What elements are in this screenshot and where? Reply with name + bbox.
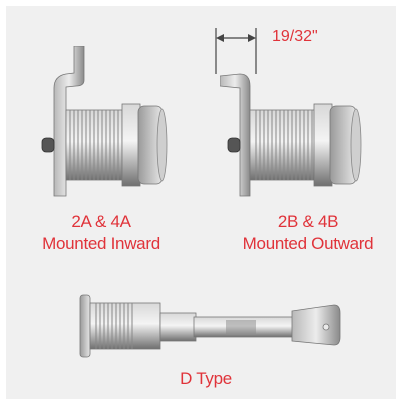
lock-image-dtype bbox=[79, 294, 341, 358]
inward-caption: 2A & 4A Mounted Inward bbox=[26, 211, 176, 255]
lock-image-inward bbox=[41, 46, 168, 197]
inward-mount-label: Mounted Inward bbox=[42, 234, 160, 253]
dimension-arrows bbox=[215, 28, 257, 74]
lock-image-outward bbox=[220, 73, 362, 197]
product-panel: 2A & 4A Mounted Inward 19/32" bbox=[6, 6, 396, 399]
inward-model-label: 2A & 4A bbox=[71, 212, 131, 231]
outward-caption: 2B & 4B Mounted Outward bbox=[228, 211, 388, 255]
outward-model-label: 2B & 4B bbox=[277, 212, 339, 231]
outward-mount-label: Mounted Outward bbox=[242, 234, 374, 253]
dtype-caption: D Type bbox=[146, 368, 266, 390]
dtype-label: D Type bbox=[180, 369, 232, 388]
dimension-label: 19/32" bbox=[272, 28, 318, 45]
